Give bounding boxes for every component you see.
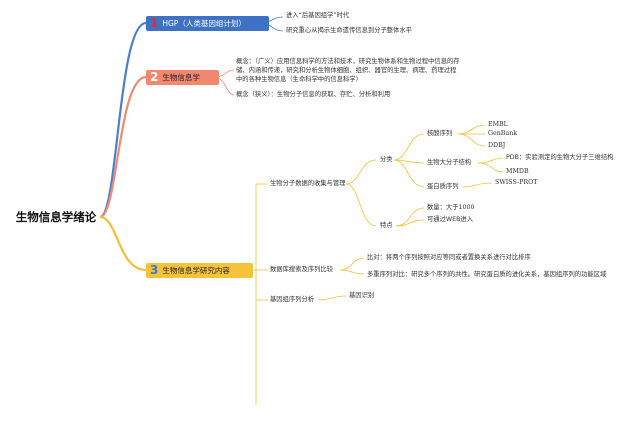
protein-sequence-node[interactable]: 蛋白质序列 <box>427 183 459 190</box>
branch-bioinfo <box>99 75 147 219</box>
db-swissprot[interactable]: SWISS-PROT <box>495 179 538 186</box>
db-embl[interactable]: EMBL <box>488 121 508 128</box>
topic-label: 生物信息学研究内容 <box>162 266 230 275</box>
collection-node[interactable]: 生物分子数据的收集与管理 <box>270 180 346 187</box>
topic-label: 生物信息学 <box>162 73 200 82</box>
classify-node[interactable]: 分类 <box>380 156 393 163</box>
gene-identification-item[interactable]: 基因识别 <box>349 292 375 299</box>
branch-hgp <box>99 21 147 219</box>
db-genbank[interactable]: GenBank <box>488 130 518 137</box>
feature-quantity[interactable]: 数量：大于1000 <box>427 204 475 211</box>
genome-analysis-node[interactable]: 基因组序列分析 <box>270 296 315 303</box>
features-node[interactable]: 特点 <box>380 222 393 229</box>
hgp-child-1[interactable]: 进入“后基因组学”时代 <box>286 12 350 19</box>
db-mmdb[interactable]: MMDB <box>506 168 529 175</box>
nucleic-sequence-node[interactable]: 核酸序列 <box>427 130 453 137</box>
bioinfo-broad-definition[interactable]: 概念：（广义）应用信息科学的方法和技术，研究生物体系和生物过程中信息的存储、内涵… <box>236 58 460 83</box>
macromolecule-structure-node[interactable]: 生物大分子结构 <box>427 159 472 166</box>
bioinfo-narrow-definition[interactable]: 概念（狭义）：生物分子信息的获取、存贮、分析和利用 <box>236 91 391 98</box>
topic-number: 1 <box>150 16 159 30</box>
topic-label: HGP（人类基因组计划） <box>162 19 246 28</box>
search-compare-node[interactable]: 数据库搜索及序列比较 <box>270 266 333 273</box>
alignment-item[interactable]: 比对：将两个序列按照对应等同或者置换关系进行对比排序 <box>367 254 531 261</box>
hgp-child-2[interactable]: 研究重心从揭示生命遗传信息到分子整体水平 <box>286 27 412 34</box>
root-node[interactable]: 生物信息学绪论 <box>15 210 97 224</box>
multiple-alignment-item[interactable]: 多重序列对比：研究多个序列的共性。研究蛋白质的进化关系，基因组序列的功能区域 <box>367 271 607 278</box>
branch-research <box>99 215 147 272</box>
feature-web-access[interactable]: 可通过WEB进入 <box>427 216 474 223</box>
db-pdb[interactable]: PDB：实验测定的生物大分子三维结构 <box>506 154 614 161</box>
db-ddbj[interactable]: DDBJ <box>488 142 506 149</box>
topic-number: 2 <box>150 70 159 84</box>
topic-number: 3 <box>150 263 159 277</box>
